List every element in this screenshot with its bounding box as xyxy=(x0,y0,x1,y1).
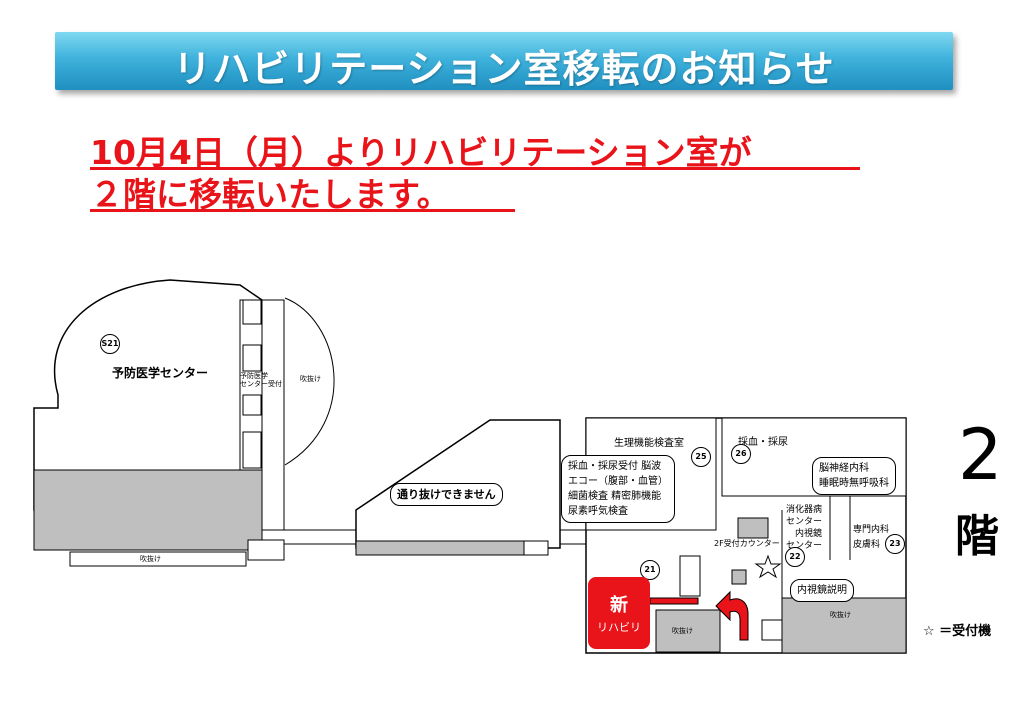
room-marker-23: 23 xyxy=(885,534,905,554)
elevator-bottom xyxy=(761,619,783,641)
corridor-left-box xyxy=(247,539,285,561)
reception-star xyxy=(754,554,782,579)
atrium-label-left-upper: 吹抜け xyxy=(300,375,321,383)
physiology-item: エコー（腹部・血管） xyxy=(568,476,668,487)
physiology-bubble: 採血・採尿受付 脳波 エコー（腹部・血管） 細菌検査 精密肺機能 尿素呼気検査 xyxy=(561,455,675,523)
room-marker-s21: S21 xyxy=(100,334,120,354)
floor-number: 2 xyxy=(958,414,1003,496)
new-rehab-label-2: リハビリ xyxy=(597,621,641,634)
specialist-label: 専門内科 xyxy=(853,525,890,535)
dermatology-label: 皮膚科 xyxy=(853,540,881,550)
elevator-mid xyxy=(523,540,549,556)
reception-legend: ☆ ＝受付機 xyxy=(923,624,992,639)
left-vertical-corridor-2 xyxy=(261,299,285,541)
title-banner: リハビリテーション室移転のお知らせ xyxy=(55,32,953,91)
left-atrium-arc xyxy=(284,297,335,466)
room-marker-22: 22 xyxy=(785,547,805,567)
new-rehab-room: 新 リハビリ xyxy=(588,577,650,649)
restroom-block-4 xyxy=(242,431,262,469)
gray-block-center xyxy=(737,517,769,539)
atrium-far-right xyxy=(781,597,907,654)
room-marker-25: 25 xyxy=(691,447,711,467)
floor-kai-label: 階 xyxy=(955,511,999,562)
notice-underline-1 xyxy=(90,167,860,170)
endoscope-center-label: 内視鏡 センター xyxy=(786,529,823,551)
preventive-center-label: 予防医学センター xyxy=(112,366,209,380)
neuro-bubble: 脳神経内科 睡眠時無呼吸科 xyxy=(812,457,896,495)
closed-gray-strip xyxy=(355,540,525,556)
atrium-label-left-lower: 吹抜け xyxy=(140,555,161,563)
route-arrow xyxy=(715,590,749,641)
endoscope-explain-bubble: 内視鏡説明 xyxy=(790,579,854,602)
digestive-center-label: 消化器病 センター xyxy=(786,505,823,527)
notice-line-2: ２階に移転いたします。 xyxy=(90,175,450,214)
gray-block-small xyxy=(731,569,747,585)
physiology-item: 細菌検査 精密肺機能 xyxy=(568,491,662,502)
atrium-label-far-right: 吹抜け xyxy=(830,611,851,619)
restroom-block-1 xyxy=(242,299,262,325)
preventive-reception-label: 予防医学 センター受付 xyxy=(240,372,282,388)
room-marker-26: 26 xyxy=(731,444,751,464)
physiology-item: 尿素呼気検査 xyxy=(568,506,628,517)
left-gray-block xyxy=(33,469,265,551)
restroom-block-3 xyxy=(242,394,262,416)
no-pass-bubble: 通り抜けできません xyxy=(390,483,503,506)
left-atrium-strip xyxy=(69,551,247,567)
notice-line-1: 10月4日（月）よりリハビリテーション室が xyxy=(90,133,752,172)
reception-counter-label: 2F受付カウンター xyxy=(714,539,780,548)
new-rehab-label-1: 新 xyxy=(610,595,628,616)
room-marker-21: 21 xyxy=(640,560,660,580)
notice-underline-2 xyxy=(90,209,515,212)
blood-collection-label: 採血・採尿 xyxy=(738,437,788,448)
physiology-item: 採血・採尿受付 脳波 xyxy=(568,461,662,472)
restroom-block-2 xyxy=(242,344,262,372)
neuro-item: 睡眠時無呼吸科 xyxy=(819,478,889,489)
neuro-item: 脳神経内科 xyxy=(819,463,869,474)
atrium-label-right: 吹抜け xyxy=(672,627,693,635)
page-title: リハビリテーション室移転のお知らせ xyxy=(173,47,835,91)
new-rehab-bar xyxy=(649,597,699,605)
atrium-right xyxy=(655,609,721,653)
physiology-room-label: 生理機能検査室 xyxy=(614,438,684,449)
elevator-right xyxy=(679,555,701,597)
